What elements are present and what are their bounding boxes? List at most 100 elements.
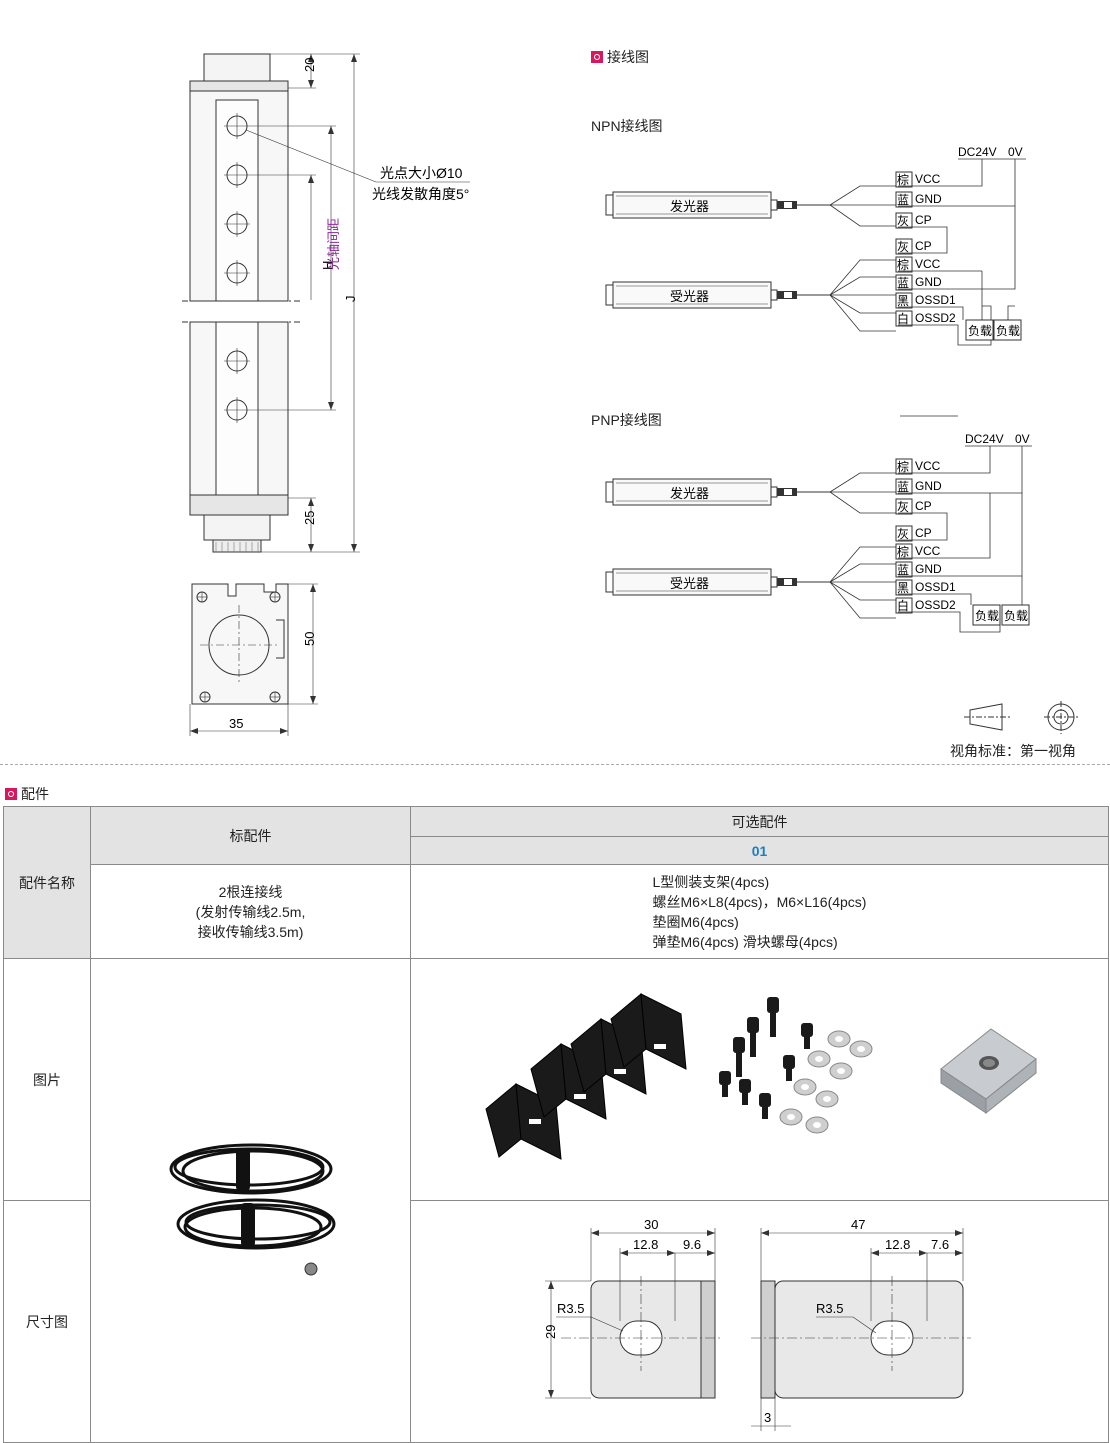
npn-title: NPN接线图 <box>591 118 663 134</box>
npn-emitter-wire-color: 灰 <box>897 214 909 228</box>
axis-spacing-label: 光轴间距 <box>326 218 341 270</box>
light-curtain-drawing: 20 25 H J 光轴间距 光点大小Ø10 光线发散角度5° 50 35 <box>182 53 470 736</box>
npn-receiver-wire-color: 棕 <box>897 257 909 272</box>
npn-receiver-wire-signal: OSSD1 <box>915 293 956 307</box>
pnp-0v: 0V <box>1015 432 1030 446</box>
pnp-receiver-label: 受光器 <box>670 576 709 591</box>
optional-desc-line: L型侧装支架(4pcs) <box>652 873 770 890</box>
npn-receiver-label: 受光器 <box>670 289 709 304</box>
row-header-name: 配件名称 <box>3 806 91 959</box>
pnp-receiver-wire-color: 棕 <box>897 544 909 559</box>
pnp-receiver-wire-signal: GND <box>915 562 942 576</box>
spot-note-2: 光线发散角度5° <box>372 186 469 202</box>
npn-receiver-wire-color: 白 <box>897 311 909 326</box>
col-header-standard: 标配件 <box>90 806 411 865</box>
npn-emitter-wire-color: 棕 <box>897 172 909 187</box>
npn-receiver-wire-signal: OSSD2 <box>915 311 956 325</box>
pnp-receiver-wire-color: 白 <box>897 598 909 613</box>
npn-emitter-wire-color-box <box>895 191 913 208</box>
dim-a-total: 30 <box>644 1217 658 1232</box>
dim-j-label: J <box>343 296 358 303</box>
npn-emitter-wire-signal: GND <box>915 192 942 206</box>
npn-receiver-wire-color-box <box>895 238 913 255</box>
pnp-receiver-wire-color-box <box>895 525 913 542</box>
option-code: 01 <box>410 836 1109 865</box>
section-bullet-icon <box>5 788 17 800</box>
npn-receiver-wire-signal: GND <box>915 275 942 289</box>
npn-load-1: 负载 <box>965 319 994 341</box>
npn-emitter-wire-color-box <box>895 171 913 188</box>
section-bullet-icon <box>591 51 603 63</box>
npn-receiver-wire-signal: VCC <box>915 257 941 271</box>
npn-emitter-wire-signal: VCC <box>915 172 941 186</box>
npn-receiver-wire-color: 灰 <box>897 240 909 254</box>
l-bracket-icon <box>485 993 687 1160</box>
pnp-emitter-wire-signal: CP <box>915 499 932 513</box>
optional-desc-line: 弹垫M6(4pcs) 滑块螺母(4pcs) <box>652 933 838 950</box>
dim-width-35: 35 <box>229 716 243 731</box>
pnp-receiver-wire-color-box <box>895 579 913 596</box>
dim-b-d1: 12.8 <box>885 1237 910 1252</box>
accessories-title-text: 配件 <box>21 786 49 802</box>
pnp-load-1-label: 负载 <box>975 609 999 623</box>
slide-nut-icon <box>940 1028 1037 1115</box>
npn-emitter-wire-color-box <box>895 212 913 229</box>
cable-coil-image <box>169 1143 336 1276</box>
pnp-receiver-unit: 受光器 <box>605 546 896 619</box>
npn-receiver-wire-color: 黑 <box>897 294 909 308</box>
first-angle-projection-icon <box>964 701 1078 734</box>
npn-load-2: 负载 <box>993 319 1022 341</box>
pnp-emitter-wire-color: 灰 <box>897 500 909 514</box>
pnp-load-1: 负载 <box>972 604 1001 626</box>
npn-receiver-wire-color-box <box>895 292 913 309</box>
section-divider <box>0 764 1110 765</box>
standard-desc-line: 接收传输线3.5m) <box>197 923 304 940</box>
pnp-receiver-wire-color: 黑 <box>897 581 909 595</box>
pnp-load-2-label: 负载 <box>1004 609 1028 623</box>
pnp-receiver-wire-signal: VCC <box>915 544 941 558</box>
npn-dc24v: DC24V <box>958 145 997 159</box>
standard-desc-line: (发射传输线2.5m, <box>195 903 306 920</box>
accessories-section-title: 配件 <box>5 784 49 804</box>
dim-b-d2: 7.6 <box>931 1237 949 1252</box>
dim-height-50: 50 <box>302 632 317 646</box>
pnp-receiver-wire-color: 灰 <box>897 527 909 541</box>
pnp-emitter-wire-color: 蓝 <box>897 480 909 494</box>
cable-picture-cell <box>90 958 411 1443</box>
row-header-picture: 图片 <box>3 958 91 1201</box>
optional-desc-line: 螺丝M6×L8(4pcs)，M6×L16(4pcs) <box>652 893 867 910</box>
pnp-receiver-wire-color-box <box>895 561 913 578</box>
pnp-title: PNP接线图 <box>591 412 662 428</box>
dim-a-d1: 12.8 <box>633 1237 658 1252</box>
dim-a-d2: 9.6 <box>683 1237 701 1252</box>
npn-emitter-unit: 发光器 <box>605 185 896 227</box>
dim-b-thickness: 3 <box>764 1410 771 1425</box>
pnp-receiver-wire-signal: CP <box>915 526 932 540</box>
npn-emitter-wire-signal: CP <box>915 213 932 227</box>
wiring-title-text: 接线图 <box>607 49 649 65</box>
dim-bottom-25: 25 <box>302 511 317 525</box>
npn-0v: 0V <box>1008 145 1023 159</box>
optional-parts-image <box>485 993 1037 1160</box>
optional-accessory-desc: L型侧装支架(4pcs) 螺丝M6×L8(4pcs)，M6×L16(4pcs) … <box>410 864 1109 959</box>
npn-receiver-unit: 受光器 <box>605 259 896 332</box>
pnp-emitter-wire-signal: GND <box>915 479 942 493</box>
npn-load-1-label: 负载 <box>968 324 992 338</box>
bracket-dimension-drawing: 30 12.8 9.6 R3.5 29 <box>543 1217 971 1431</box>
npn-load-2-label: 负载 <box>996 324 1020 338</box>
optional-picture-cell <box>410 958 1109 1201</box>
accessories-table: 配件名称 标配件 可选配件 01 2根连接线 (发射传输线2.5m, 接收传输线… <box>3 806 1109 1443</box>
standard-accessory-desc: 2根连接线 (发射传输线2.5m, 接收传输线3.5m) <box>90 864 411 959</box>
col-header-optional: 可选配件 <box>410 806 1109 837</box>
npn-receiver-wire-color-box <box>895 256 913 273</box>
npn-receiver-wire-color: 蓝 <box>897 276 909 290</box>
pnp-receiver-wire-signal: OSSD1 <box>915 580 956 594</box>
row-header-dimension: 尺寸图 <box>3 1200 91 1443</box>
optional-desc-line: 垫圈M6(4pcs) <box>652 913 739 930</box>
dim-top-20: 20 <box>302 58 317 72</box>
pnp-emitter-wire-color: 棕 <box>897 459 909 474</box>
optional-dimension-cell: 30 12.8 9.6 R3.5 29 <box>410 1200 1109 1443</box>
npn-emitter-wire-color: 蓝 <box>897 193 909 207</box>
pnp-emitter-unit: 发光器 <box>605 472 896 514</box>
